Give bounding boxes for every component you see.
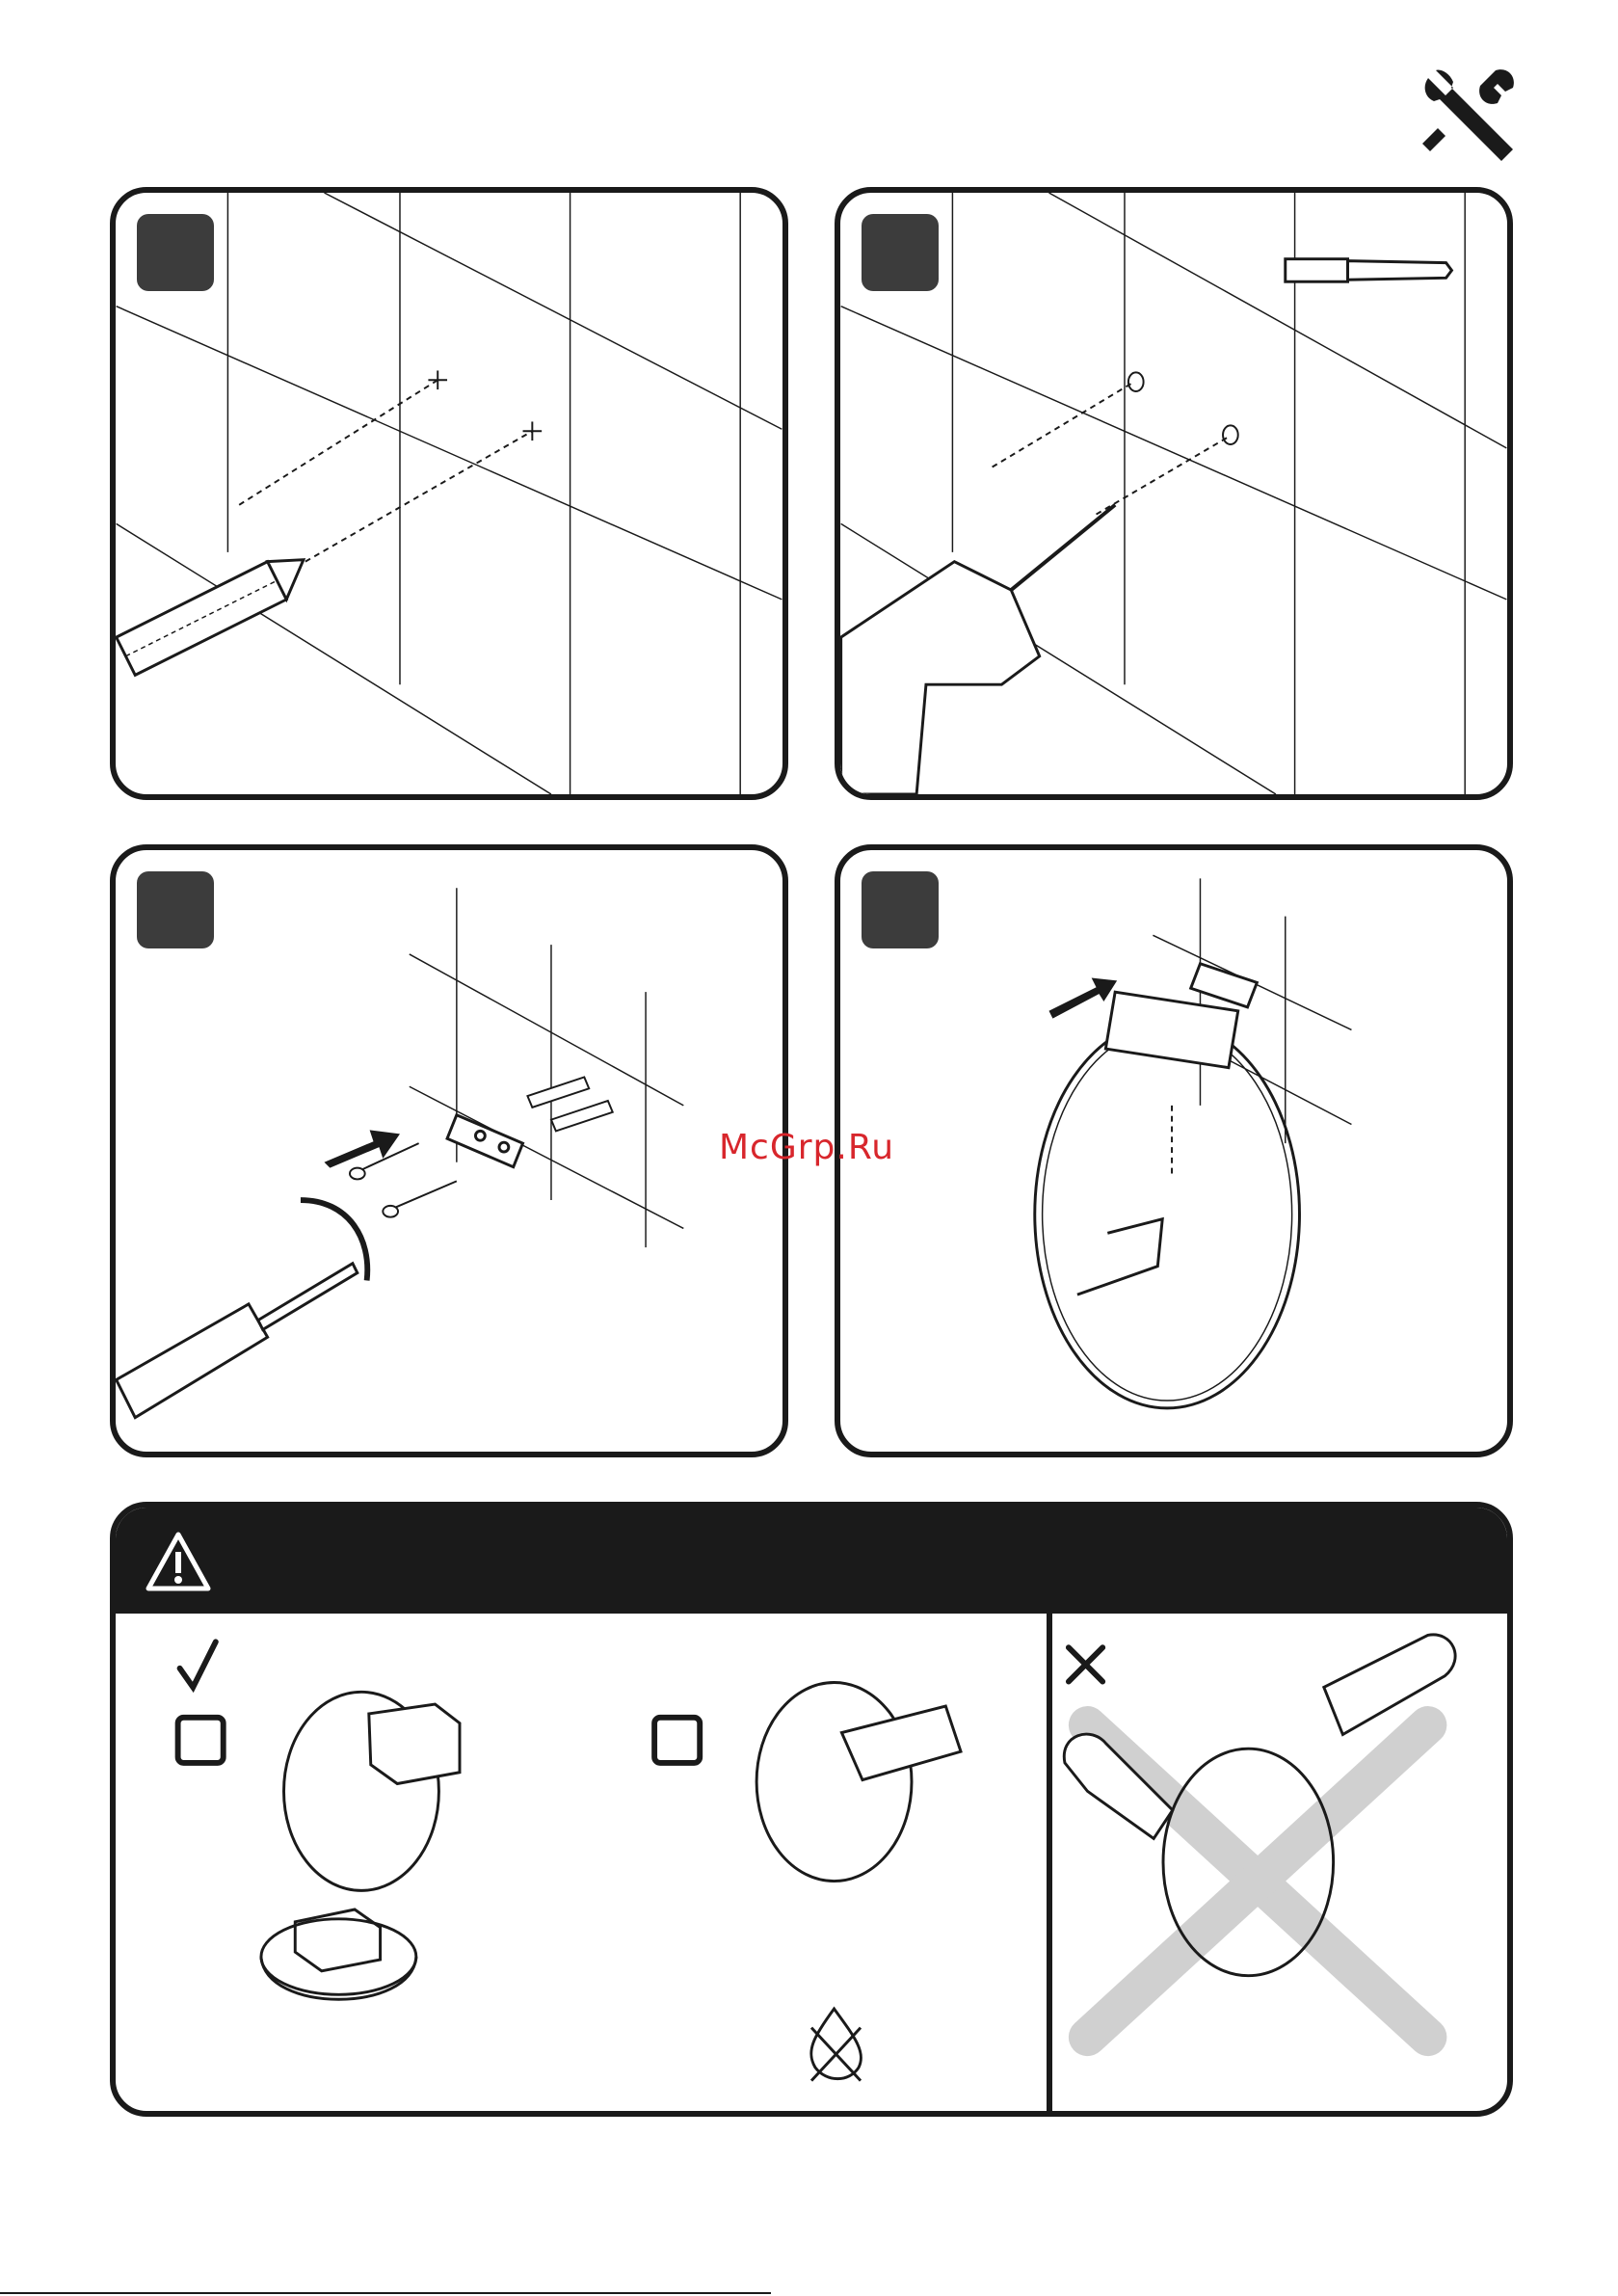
step-2-illustration: [840, 193, 1507, 794]
care-illustration: [116, 1508, 1507, 2111]
sponge-icon: [295, 1704, 460, 1971]
watermark: McGrp.Ru: [719, 1128, 894, 1167]
step-3-panel: [110, 844, 788, 1457]
care-warning-panel: [110, 1502, 1513, 2117]
arrow-icon: [324, 1130, 399, 1167]
step-4-panel: [835, 844, 1513, 1457]
ring-holder-icon: [1105, 992, 1237, 1067]
footer-line: [0, 2292, 771, 2294]
no-water-icon: [811, 2009, 862, 2081]
towel-ring-icon: [1035, 1021, 1300, 1408]
step-4-illustration: [840, 850, 1507, 1452]
prohibited-overlay: [1088, 1725, 1428, 2038]
step-1-panel: [110, 187, 788, 800]
wall-bracket-icon: [447, 1115, 522, 1167]
drill-icon: [841, 505, 1116, 794]
step-number: [862, 871, 939, 948]
step-3-illustration: [116, 850, 782, 1452]
cross-mark-icon: [1069, 1647, 1102, 1681]
hex-key-icon: [1077, 1106, 1172, 1295]
check-icon: [180, 1642, 216, 1687]
screw-icon: [350, 1143, 457, 1217]
drill-bit-icon: [1286, 259, 1452, 282]
arrow-icon: [1048, 977, 1117, 1018]
tools-icon: [1417, 63, 1523, 169]
step-number: [137, 871, 214, 948]
rotate-arrow-icon: [301, 1200, 367, 1280]
screwdriver-icon: [117, 1264, 358, 1418]
step-number: [862, 214, 939, 291]
step-number: [137, 214, 214, 291]
anchor-plug-icon: [527, 1077, 612, 1131]
step-2-panel: [835, 187, 1513, 800]
step-1-illustration: [116, 193, 782, 794]
cloth-icon: [841, 1706, 961, 1780]
pencil-icon: [117, 560, 304, 676]
